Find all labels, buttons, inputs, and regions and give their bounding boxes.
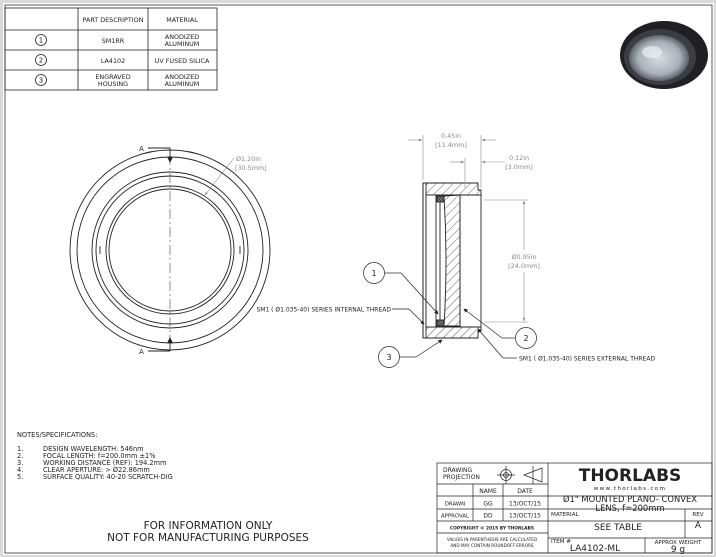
approval-date: 13/OCT/15 — [509, 513, 541, 520]
width-dimension-in: 0.45in — [441, 132, 461, 140]
sheet-border — [4, 4, 713, 554]
disclaimer-line: FOR INFORMATION ONLY — [143, 520, 273, 532]
product-photo — [620, 21, 708, 89]
disclaimer-line: NOT FOR MANUFACTURING PURPOSES — [107, 532, 309, 544]
section-label-top: A — [139, 145, 144, 153]
notes-title: NOTES/SPECIFICATIONS: — [17, 431, 98, 439]
part-title: Ø1" MOUNTED PLANO- CONVEX — [563, 494, 697, 504]
values-note: VALUES IN PARENTHESIS ARE CALCULATED — [447, 537, 537, 542]
row-description: SM1RR — [102, 37, 125, 45]
header-material: MATERIAL — [166, 16, 198, 24]
copyright: COPYRIGHT © 2015 BY THORLABS — [450, 526, 534, 532]
item-value: LA4102-ML — [570, 544, 620, 554]
row-description: ENGRAVED — [95, 73, 130, 81]
row-material: ANODIZED — [165, 73, 199, 81]
drawn-date: 13/OCT/15 — [509, 501, 541, 508]
row-item-number: 2 — [39, 57, 43, 65]
diameter-dimension-in: Ø1.20in — [236, 155, 261, 163]
row-item-number: 1 — [39, 37, 43, 45]
row-material: ALUMINUM — [165, 80, 200, 88]
weight-value: 9 g — [671, 545, 685, 555]
note-text: FOCAL LENGTH: f=200.0mm ±1% — [43, 452, 156, 460]
front-view — [69, 147, 271, 352]
rev-label: REV — [692, 512, 703, 518]
approval-label: APPROVAL — [441, 514, 469, 520]
note-text: CLEAR APERTURE: > Ø22.86mm — [43, 466, 150, 474]
material-value: SEE TABLE — [594, 523, 642, 533]
date-header: DATE — [517, 488, 533, 495]
balloon-2: 2 — [523, 334, 528, 343]
thorlabs-logo: THORLABS — [579, 466, 682, 486]
section-label-bottom: A — [139, 348, 144, 356]
title-block — [436, 462, 713, 554]
name-header: NAME — [479, 488, 497, 495]
thread-length-mm: [3.0mm] — [505, 163, 533, 171]
note-number: 1. — [17, 445, 24, 453]
material-label: MATERIAL — [551, 512, 580, 518]
thread-length-in: 0.12in — [509, 154, 529, 162]
drawing-projection-label: DRAWING — [443, 467, 473, 474]
leaders — [363, 262, 537, 368]
note-text: SURFACE QUALITY: 40-20 SCRATCH-DIG — [43, 473, 173, 481]
rev-value: A — [695, 521, 702, 531]
note-number: 4. — [17, 466, 24, 474]
diameter-dimension-mm: [30.5mm] — [235, 164, 267, 172]
values-note: AND MAY CONTAIN ROUNDOFF ERRORS — [450, 543, 533, 548]
dimension-lines — [408, 135, 528, 323]
parts-table — [4, 7, 218, 91]
section-view — [422, 182, 482, 339]
item-label: ITEM # — [551, 539, 571, 545]
row-description: HOUSING — [98, 80, 128, 88]
note-number: 3. — [17, 459, 24, 467]
drawing-canvas: PART DESCRIPTION MATERIAL 1 SM1RR ANODIZ… — [4, 4, 713, 555]
row-material: ALUMINUM — [165, 40, 200, 48]
part-title: LENS, f=200mm — [595, 503, 664, 513]
header-part-description: PART DESCRIPTION — [83, 16, 144, 24]
note-text: DESIGN WAVELENGTH: 546nm — [43, 445, 144, 453]
row-material: ANODIZED — [165, 33, 199, 41]
width-dimension-mm: [11.4mm] — [435, 141, 467, 149]
row-description: LA4102 — [101, 57, 125, 65]
drawing-sheet: PART DESCRIPTION MATERIAL 1 SM1RR ANODIZ… — [3, 3, 714, 555]
website: www.thorlabs.com — [594, 486, 666, 492]
external-thread-callout: SM1 ( Ø1.035-40) SERIES EXTERNAL THREAD — [519, 356, 655, 363]
balloon-3: 3 — [386, 353, 391, 362]
note-number: 5. — [17, 473, 24, 481]
aperture-dimension-mm: [24.0mm] — [508, 262, 540, 270]
drawn-label: DRAWN — [445, 502, 465, 508]
drawn-name: GG — [483, 501, 493, 508]
note-text: WORKING DISTANCE (REF): 194.2mm — [43, 459, 167, 467]
balloon-1: 1 — [371, 269, 376, 278]
row-item-number: 3 — [39, 77, 43, 85]
internal-thread-callout: SM1 ( Ø1.035-40) SERIES INTERNAL THREAD — [256, 307, 391, 314]
row-material: UV FUSED SILICA — [155, 57, 210, 65]
aperture-dimension-in: Ø0.95in — [511, 253, 536, 261]
approval-name: DD — [483, 513, 493, 520]
weight-label: APPROX WEIGHT — [655, 540, 702, 546]
drawing-projection-label: PROJECTION — [443, 474, 480, 481]
note-number: 2. — [17, 452, 24, 460]
